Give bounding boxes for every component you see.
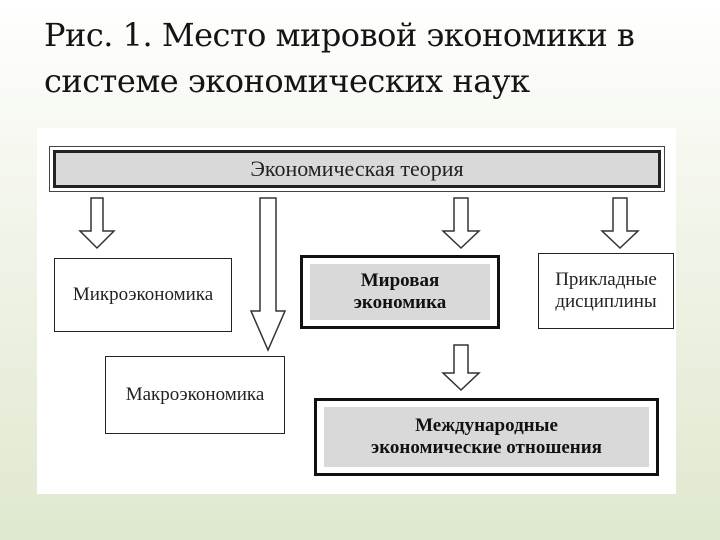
microeconomics-label: Микроэкономика (72, 284, 214, 305)
international-relations-label: Международные экономические отношения (371, 415, 602, 458)
macroeconomics-label: Макроэкономика (125, 384, 265, 405)
economic-theory-box: Экономическая теория (49, 146, 665, 192)
economic-theory-label: Экономическая теория (250, 156, 464, 181)
diagram-figure: Экономическая теория Микроэкономика Макр… (37, 128, 676, 494)
applied-disciplines-label: Прикладные дисциплины (555, 269, 657, 312)
international-relations-box: Международные экономические отношения (314, 398, 659, 476)
arrow-to-intl (441, 344, 481, 392)
arrow-to-applied (600, 197, 640, 250)
macroeconomics-box: Макроэкономика (105, 356, 285, 434)
arrow-to-macro (249, 197, 287, 352)
world-economy-box: Мировая экономика (300, 255, 500, 329)
arrow-to-world (441, 197, 481, 250)
applied-disciplines-box: Прикладные дисциплины (538, 253, 674, 329)
slide-title: Рис. 1. Место мировой экономики в систем… (44, 16, 635, 100)
arrows-layer (78, 197, 640, 392)
arrow-to-micro (78, 197, 116, 250)
microeconomics-box: Микроэкономика (54, 258, 232, 332)
world-economy-label: Мировая экономика (353, 270, 447, 313)
